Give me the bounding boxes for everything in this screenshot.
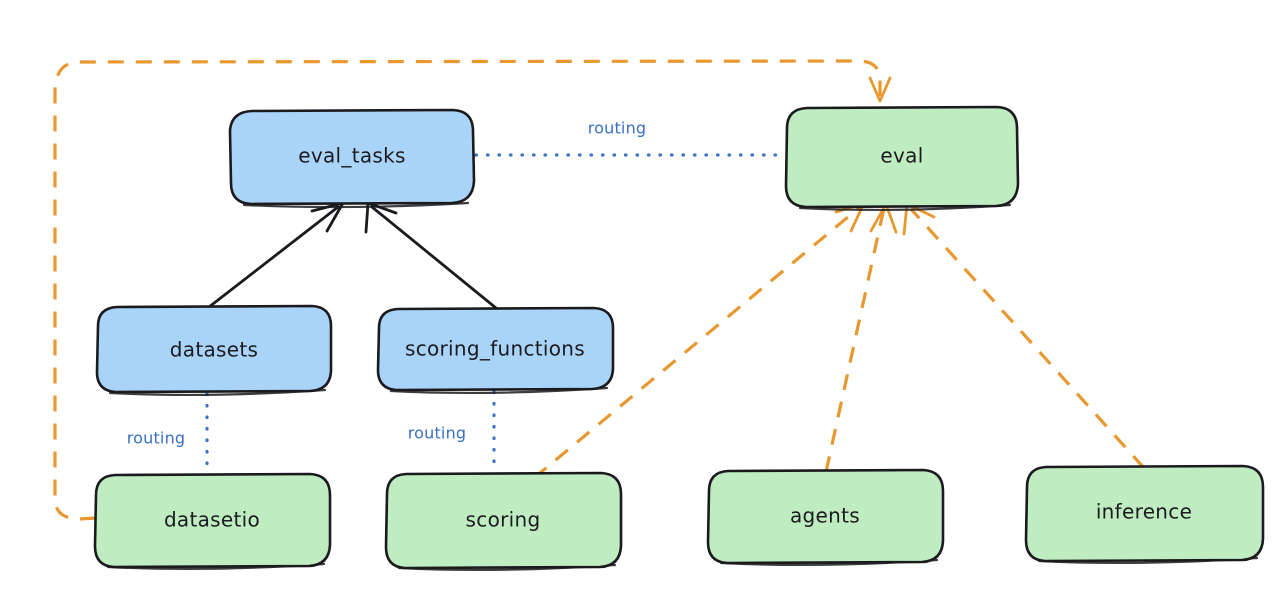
arrowhead-agents-eval: [869, 202, 898, 234]
node-eval[interactable]: eval: [784, 105, 1020, 212]
edge-agents-to-eval: [824, 202, 898, 473]
node-agents[interactable]: agents: [706, 468, 945, 567]
edge-label-routing-eval: routing: [588, 119, 647, 138]
node-scoring_functions-label: scoring_functions: [405, 337, 585, 361]
node-eval-label: eval: [880, 144, 923, 168]
edge-path-inference-eval: [909, 207, 1146, 470]
edge-path-datasets-eval_tasks: [207, 205, 340, 309]
node-datasets[interactable]: datasets: [95, 304, 333, 397]
edge-datasetio-to-eval: [53, 59, 892, 521]
edge-label-routing-datasetio: routing: [127, 429, 186, 448]
node-eval_tasks-shadow: [242, 201, 470, 209]
node-eval-box[interactable]: [784, 105, 1020, 209]
node-agents-label: agents: [790, 504, 860, 528]
edge-path-datasetio-eval: [53, 59, 882, 521]
node-datasetio[interactable]: datasetio: [93, 472, 332, 571]
node-inference-box[interactable]: [1024, 464, 1265, 563]
edge-datasets-to-eval_tasks: [207, 201, 345, 309]
edge-path-scoring-eval: [532, 205, 862, 480]
node-scoring_functions-box[interactable]: [376, 306, 615, 392]
edge-path-agents-eval: [824, 207, 886, 473]
edge-eval_tasks-to-eval: routing: [474, 119, 786, 157]
node-datasetio-label: datasetio: [164, 508, 260, 532]
node-scoring-label: scoring: [466, 508, 541, 532]
node-scoring[interactable]: scoring: [384, 471, 623, 572]
edge-label-routing-scoring: routing: [408, 424, 467, 443]
node-scoring_functions[interactable]: scoring_functions: [376, 306, 615, 395]
edge-scoring_functions-to-eval_tasks: [364, 201, 498, 310]
edge-inference-to-eval: [902, 202, 1146, 470]
edge-datasets-to-datasetio: routing: [127, 392, 209, 472]
node-datasetio-box[interactable]: [93, 472, 332, 569]
node-agents-box[interactable]: [706, 468, 945, 565]
node-inference[interactable]: inference: [1024, 464, 1265, 565]
node-scoring-box[interactable]: [384, 471, 623, 570]
node-eval_tasks-label: eval_tasks: [298, 144, 405, 168]
node-datasets-box[interactable]: [95, 304, 333, 394]
node-inference-label: inference: [1096, 500, 1192, 524]
edge-scoring_functions-to-scoring: routing: [408, 390, 496, 472]
edge-path-scoring_functions-eval_tasks: [370, 205, 498, 310]
arrowhead-datasetio-eval: [868, 76, 892, 103]
node-eval_tasks-box[interactable]: [228, 108, 476, 206]
node-eval_tasks[interactable]: eval_tasks: [228, 108, 476, 209]
node-datasets-label: datasets: [170, 338, 258, 362]
